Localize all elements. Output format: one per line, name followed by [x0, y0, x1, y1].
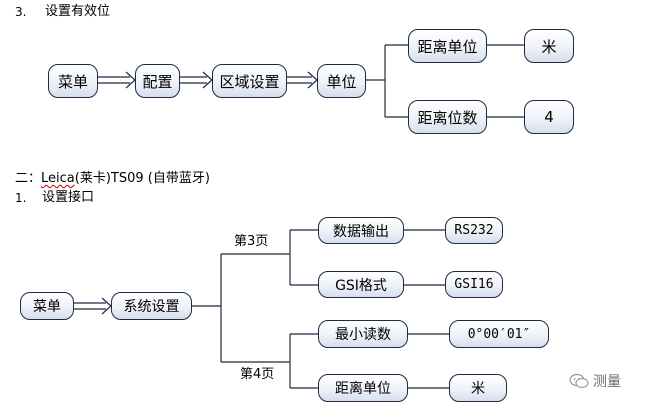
- section-two-title: (莱卡)TS09 (自带蓝牙): [74, 171, 210, 186]
- gsi-format-value-box: GSI16: [445, 271, 503, 298]
- min-reading-value-box: 0°00′01″: [449, 320, 549, 348]
- distance-unit-box: 距离单位: [318, 374, 408, 402]
- distance-unit-value-box: 米: [524, 29, 574, 63]
- distance-digits-value-box: 4: [524, 100, 574, 134]
- section-title: 设置接口: [42, 190, 95, 205]
- section-two-heading: 二：Leica(莱卡)TS09 (自带蓝牙): [15, 172, 210, 185]
- distance-digits-box: 距离位数: [408, 100, 487, 134]
- arrow-menu-config: [98, 71, 136, 89]
- min-reading-box: 最小读数: [318, 320, 408, 348]
- arrow-config-region: [180, 71, 213, 89]
- data-output-box: 数据输出: [318, 217, 404, 244]
- wechat-icon: [569, 373, 589, 389]
- data-output-value-box: RS232: [445, 217, 503, 244]
- distance-unit-box: 距离单位: [408, 29, 487, 63]
- region-settings-box: 区域设置: [212, 64, 287, 98]
- section-number: 3.: [15, 5, 27, 19]
- menu-box: 菜单: [48, 64, 98, 98]
- unit-box: 单位: [317, 64, 366, 98]
- arrow-region-unit: [287, 71, 318, 89]
- menu-box: 菜单: [20, 292, 74, 320]
- arrow-menu-system: [74, 297, 112, 315]
- system-settings-box: 系统设置: [111, 292, 192, 320]
- section-title: 设置有效位: [45, 4, 111, 19]
- distance-unit-value-box: 米: [449, 374, 507, 402]
- page-4-label: 第4页: [240, 367, 275, 382]
- config-box: 配置: [135, 64, 180, 98]
- section-two-prefix: 二：: [15, 171, 42, 186]
- watermark: 测量: [569, 371, 621, 391]
- page-3-label: 第3页: [234, 234, 269, 249]
- gsi-format-box: GSI格式: [318, 271, 404, 298]
- watermark-text: 测量: [593, 374, 621, 390]
- brand-name: Leica: [41, 171, 75, 186]
- section-number: 1.: [15, 191, 27, 205]
